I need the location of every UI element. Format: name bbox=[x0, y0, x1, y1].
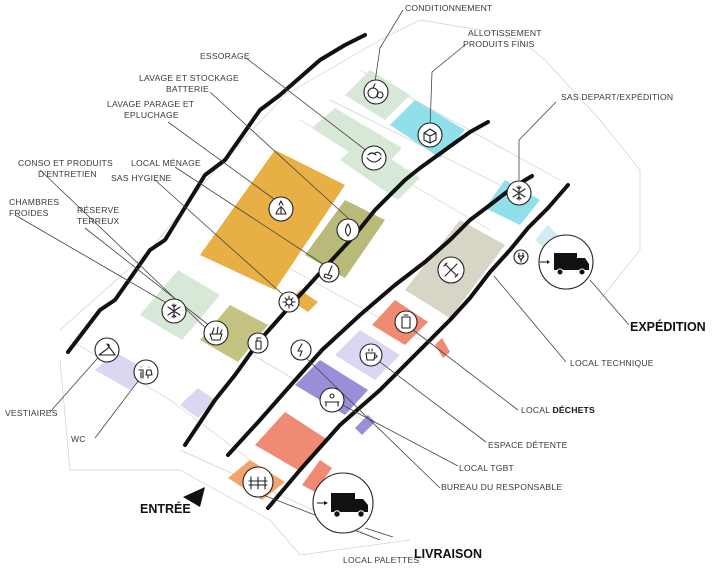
label-conditionnement: CONDITIONNEMENT bbox=[405, 3, 493, 13]
plug-icon bbox=[513, 249, 529, 265]
label-local-menage: LOCAL MÉNAGE bbox=[131, 158, 201, 168]
truck-icon-livraison bbox=[312, 472, 374, 534]
pallet-icon bbox=[242, 466, 274, 498]
drop-icon bbox=[336, 218, 360, 242]
rooms bbox=[95, 70, 560, 500]
snowflake-icon bbox=[161, 298, 187, 324]
label-reserve-2: TERREUX bbox=[77, 216, 120, 226]
room-dechets-accent bbox=[435, 338, 450, 358]
room-reserve-terreux bbox=[200, 305, 268, 362]
broom-icon bbox=[318, 261, 340, 283]
entree-arrow-icon bbox=[183, 487, 205, 507]
label-local-tgbt: LOCAL TGBT bbox=[459, 463, 515, 473]
label-lavage-parage-2: EPLUCHAGE bbox=[124, 110, 179, 120]
wc-icon bbox=[133, 359, 159, 385]
label-local-dechets: LOCAL DÉCHETS bbox=[521, 405, 595, 415]
virus-icon bbox=[278, 291, 300, 313]
label-espace-detente: ESPACE DÉTENTE bbox=[488, 440, 568, 450]
label-livraison: LIVRAISON bbox=[414, 547, 482, 561]
snowflake-icon-exp bbox=[506, 180, 532, 206]
label-bureau: BUREAU DU RESPONSABLE bbox=[441, 482, 562, 492]
label-lavage-stockage-1: LAVAGE ET STOCKAGE bbox=[139, 73, 239, 83]
labels: CONDITIONNEMENT ALLOTISSEMENT PRODUITS F… bbox=[5, 3, 706, 565]
tools-icon bbox=[437, 256, 465, 284]
label-chambres-2: FROIDES bbox=[9, 208, 49, 218]
label-local-technique: LOCAL TECHNIQUE bbox=[570, 358, 654, 368]
room-lavage-parage bbox=[200, 150, 345, 290]
trash-icon bbox=[394, 310, 418, 334]
label-sas-depart: SAS DEPART/EXPÉDITION bbox=[561, 92, 673, 102]
icons bbox=[94, 79, 594, 534]
label-allotissement-1: ALLOTISSEMENT bbox=[468, 28, 542, 38]
room-tgbt-accent bbox=[355, 415, 375, 435]
label-allotissement-2: PRODUITS FINIS bbox=[463, 39, 535, 49]
coffee-icon bbox=[359, 343, 383, 367]
label-vestiaires: VESTIAIRES bbox=[5, 408, 58, 418]
desk-icon bbox=[319, 387, 345, 413]
vegetables-icon bbox=[203, 320, 229, 346]
label-lavage-stockage-2: BATTERIE bbox=[166, 84, 209, 94]
label-local-dechets-prefix: LOCAL bbox=[521, 405, 550, 415]
label-local-palettes: LOCAL PALETTES bbox=[343, 555, 419, 565]
citrus-icon bbox=[363, 79, 389, 105]
room-bureau bbox=[255, 412, 328, 470]
room-bureau-accent bbox=[302, 460, 332, 492]
label-essorage: ESSORAGE bbox=[200, 51, 250, 61]
label-conso-2: D'ENTRETIEN bbox=[38, 169, 97, 179]
label-local-dechets-bold: DÉCHETS bbox=[552, 405, 595, 415]
spray-icon bbox=[247, 332, 269, 354]
label-conso-1: CONSO ET PRODUITS bbox=[18, 158, 113, 168]
box-icon bbox=[417, 122, 443, 148]
label-entree: ENTRÉE bbox=[140, 501, 191, 516]
label-expedition: EXPÉDITION bbox=[630, 319, 706, 334]
label-wc: WC bbox=[71, 434, 86, 444]
truck-icon-expedition bbox=[538, 234, 594, 290]
lettuce-icon bbox=[268, 196, 294, 222]
label-lavage-parage-1: LAVAGE PARAGE ET bbox=[107, 99, 195, 109]
hanger-icon bbox=[94, 337, 120, 363]
room-wc bbox=[180, 388, 215, 418]
label-chambres-1: CHAMBRES bbox=[9, 197, 59, 207]
label-reserve-1: RÉSERVE bbox=[77, 205, 119, 215]
lightning-icon bbox=[290, 339, 312, 361]
label-sas-hygiene: SAS HYGIENE bbox=[111, 173, 172, 183]
salad-icon bbox=[361, 145, 387, 171]
